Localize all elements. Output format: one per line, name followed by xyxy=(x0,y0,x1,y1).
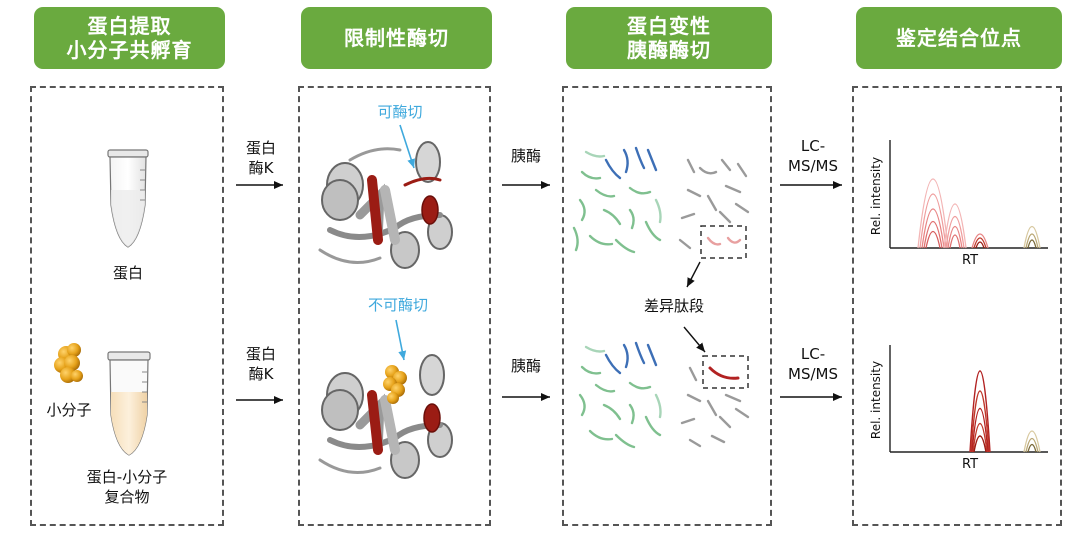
lcms-bottom-label: LC- MS/MS xyxy=(788,345,838,383)
step1-header: 蛋白提取 小分子共孵育 xyxy=(34,7,225,69)
peptide-fragments-top-icon xyxy=(572,146,750,254)
panel-trypsin-digest xyxy=(562,86,772,526)
small-molecule-label: 小分子 xyxy=(46,401,92,419)
non-cleavable-label: 不可酶切 xyxy=(367,296,428,314)
small-molecule-icon xyxy=(54,343,83,383)
trypsin-top-label: 胰酶 xyxy=(510,147,541,165)
tube-complex-icon xyxy=(107,351,151,456)
protein-structure-top-icon xyxy=(318,141,453,269)
step3-header: 蛋白变性 胰酶酶切 xyxy=(566,7,772,69)
panel-lcms xyxy=(852,86,1062,526)
step4-header: 鉴定结合位点 xyxy=(856,7,1062,69)
diff-peptide-box-bottom xyxy=(702,355,749,389)
protein-structure-bottom-icon xyxy=(318,354,453,479)
step2-header: 限制性酶切 xyxy=(301,7,492,69)
cleavable-label: 可酶切 xyxy=(377,103,423,121)
panel-sample-prep xyxy=(30,86,224,526)
x-axis-label-top: RT xyxy=(961,253,979,268)
peptide-fragments-bottom-icon xyxy=(578,341,750,449)
diff-peptide-box-top xyxy=(700,225,747,259)
trypsin-bottom-label: 胰酶 xyxy=(510,357,541,375)
chromatogram-bottom xyxy=(889,345,1048,453)
tube-protein-icon xyxy=(107,149,149,248)
proteinase-k-top-label: 蛋白 酶K xyxy=(245,139,276,177)
complex-label: 蛋白-小分子 复合物 xyxy=(86,468,168,506)
bound-small-molecule-icon xyxy=(383,365,407,404)
proteinase-k-bottom-label: 蛋白 酶K xyxy=(245,345,276,383)
x-axis-label-bottom: RT xyxy=(961,457,979,472)
y-axis-label-top: Rel. intensity xyxy=(869,156,883,236)
panel-limited-digest xyxy=(298,86,491,526)
diff-peptide-label: 差异肽段 xyxy=(643,297,704,315)
y-axis-label-bottom: Rel. intensity xyxy=(869,360,883,440)
chromatogram-top xyxy=(889,140,1048,249)
tube-protein-label: 蛋白 xyxy=(112,264,143,282)
lcms-top-label: LC- MS/MS xyxy=(788,137,838,175)
